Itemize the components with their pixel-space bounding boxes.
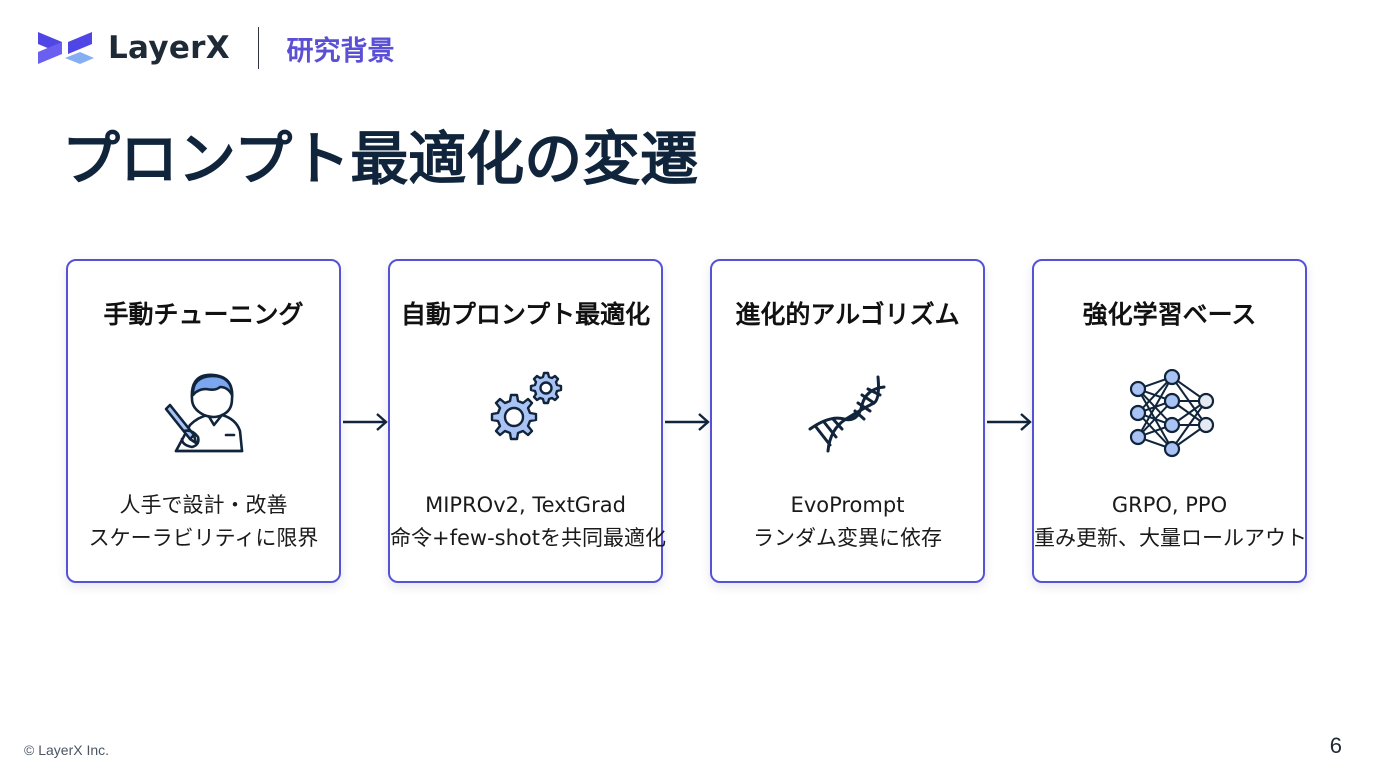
stage-desc-line: MIPROv2, TextGrad bbox=[425, 493, 626, 517]
stage-description: 人手で設計・改善 スケーラビリティに限界 bbox=[68, 489, 339, 555]
stage-title: 進化的アルゴリズム bbox=[735, 300, 960, 329]
stage-desc-line: スケーラビリティに限界 bbox=[88, 526, 319, 550]
person-writing-icon bbox=[164, 373, 243, 453]
dna-icon bbox=[808, 375, 885, 453]
evolution-flow: 手動チューニング 人手で設計・改善 スケーラビリティに限界 自動プロンプト最適化 bbox=[66, 259, 1310, 585]
stage-card-evolutionary-algorithm: 進化的アルゴリズム EvoPrompt ランダム変異に依存 bbox=[710, 259, 985, 583]
stage-desc-line: 重み更新、大量ロールアウト bbox=[1034, 526, 1307, 550]
stage-desc-line: GRPO, PPO bbox=[1111, 493, 1228, 517]
stage-description: GRPO, PPO 重み更新、大量ロールアウト bbox=[1034, 489, 1307, 555]
brand-name: LayerX bbox=[108, 30, 230, 66]
stage-card-reinforcement-learning: 強化学習ベース bbox=[1032, 259, 1307, 583]
slide-header: LayerX 研究背景 bbox=[36, 26, 394, 70]
header-divider bbox=[257, 27, 260, 69]
stage-card-auto-prompt-optimization: 自動プロンプト最適化 MIPROv2, TextGrad 命令+few-shot… bbox=[388, 259, 666, 583]
copyright: © LayerX Inc. bbox=[24, 742, 110, 758]
arrow-right-icon bbox=[665, 413, 710, 431]
stage-desc-line: 命令+few-shotを共同最適化 bbox=[390, 526, 666, 550]
stage-title: 強化学習ベース bbox=[1082, 300, 1257, 329]
section-label: 研究背景 bbox=[286, 35, 395, 67]
page-number: 6 bbox=[1329, 733, 1342, 758]
slide-title: プロンプト最適化の変遷 bbox=[62, 125, 699, 193]
stage-desc-line: EvoPrompt bbox=[790, 493, 905, 517]
stage-card-manual-tuning: 手動チューニング 人手で設計・改善 スケーラビリティに限界 bbox=[66, 259, 341, 583]
stage-description: EvoPrompt ランダム変異に依存 bbox=[712, 489, 983, 555]
gears-icon bbox=[490, 371, 562, 441]
neural-network-icon bbox=[1129, 369, 1214, 458]
stage-title: 手動チューニング bbox=[103, 300, 304, 329]
stage-title: 自動プロンプト最適化 bbox=[400, 300, 651, 329]
arrow-right-icon bbox=[343, 413, 388, 431]
stage-desc-line: ランダム変異に依存 bbox=[753, 526, 942, 550]
layerx-logo-icon bbox=[38, 32, 94, 64]
stage-description: MIPROv2, TextGrad 命令+few-shotを共同最適化 bbox=[390, 489, 666, 555]
stage-desc-line: 人手で設計・改善 bbox=[119, 493, 288, 517]
arrow-right-icon bbox=[987, 413, 1032, 431]
